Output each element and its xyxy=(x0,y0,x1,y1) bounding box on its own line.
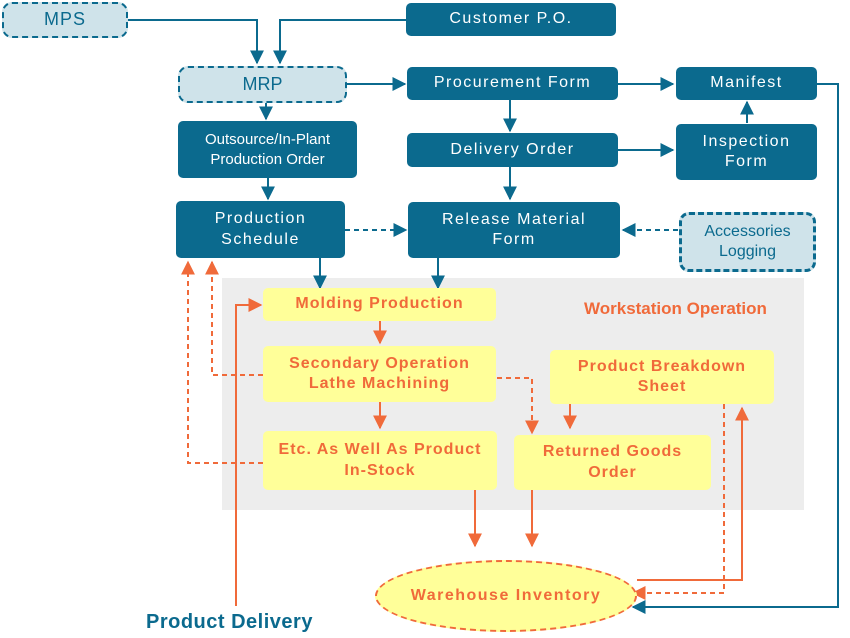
production-schedule-node: Production Schedule xyxy=(176,201,345,258)
accessories-label-line2: Logging xyxy=(719,243,776,260)
outsource-label-line1: Outsource/In-Plant xyxy=(204,131,331,149)
accessories-logging-node: Accessories Logging xyxy=(679,212,816,272)
release-material-form-node: Release Material Form xyxy=(408,202,620,258)
delivery-order-node: Delivery Order xyxy=(407,133,618,167)
inspection-form-node: Inspection Form xyxy=(676,124,817,180)
workstation-operation-label: Workstation Operation xyxy=(584,299,767,318)
product-breakdown-sheet-node: Product Breakdown Sheet xyxy=(550,350,774,404)
etc-product-in-stock-node: Etc. As Well As Product In-Stock xyxy=(263,431,497,490)
product-delivery-label: Product Delivery xyxy=(146,611,313,633)
returned-label-line1: Returned Goods xyxy=(542,443,683,461)
arrow-mps-mrp xyxy=(128,19,264,65)
warehouse-inventory-node: Warehouse Inventory xyxy=(375,560,637,632)
outsource-production-order-node: Outsource/In-Plant Production Order xyxy=(178,121,357,178)
accessories-label-line1: Accessories xyxy=(704,222,791,240)
manifest-node: Manifest xyxy=(676,67,817,100)
arrow-po-mrp xyxy=(273,19,406,65)
molding-production-label: Molding Production xyxy=(295,295,464,313)
inspection-label-line2: Form xyxy=(724,153,769,170)
breakdown-label-line2: Sheet xyxy=(637,378,687,395)
secondary-label-line1: Secondary Operation xyxy=(289,354,470,372)
production-label-line1: Production xyxy=(214,210,307,228)
arrow-secondary-returned xyxy=(497,377,539,435)
mps-node: MPS xyxy=(2,2,128,38)
secondary-label-line2: Lathe Machining xyxy=(308,375,451,392)
production-label-line2: Schedule xyxy=(221,230,300,248)
delivery-order-label: Delivery Order xyxy=(450,140,575,158)
manifest-label: Manifest xyxy=(710,74,783,92)
inspection-label-line1: Inspection xyxy=(702,132,791,150)
etc-label-line1: Etc. As Well As Product xyxy=(278,441,482,459)
arrow-secondary-schedule xyxy=(205,260,263,376)
release-label-line1: Release Material xyxy=(441,210,587,228)
procurement-form-label: Procurement Form xyxy=(433,74,592,92)
release-label-line2: Form xyxy=(492,231,536,248)
arrow-delivery-molding xyxy=(235,298,263,606)
warehouse-inventory-label: Warehouse Inventory xyxy=(410,587,602,604)
mrp-label: MRP xyxy=(242,73,283,94)
breakdown-label-line1: Product Breakdown xyxy=(577,357,747,375)
arrow-etc-schedule xyxy=(181,260,263,464)
arrow-warehouse-breakdown xyxy=(637,406,749,581)
customer-po-label: Customer P.O. xyxy=(449,10,573,28)
arrow-breakdown-warehouse xyxy=(631,404,725,600)
arrow-manifest-warehouse xyxy=(631,83,839,614)
customer-po-node: Customer P.O. xyxy=(406,3,616,36)
procurement-form-node: Procurement Form xyxy=(407,67,618,100)
outsource-label-line2: Production Order xyxy=(210,150,325,168)
secondary-operation-node: Secondary Operation Lathe Machining xyxy=(263,346,496,402)
returned-label-line2: Order xyxy=(588,463,637,481)
etc-label-line2: In-Stock xyxy=(344,461,416,479)
mrp-node: MRP xyxy=(178,66,347,103)
molding-production-node: Molding Production xyxy=(263,288,496,321)
returned-goods-order-node: Returned Goods Order xyxy=(514,435,711,490)
mps-label: MPS xyxy=(43,9,86,30)
